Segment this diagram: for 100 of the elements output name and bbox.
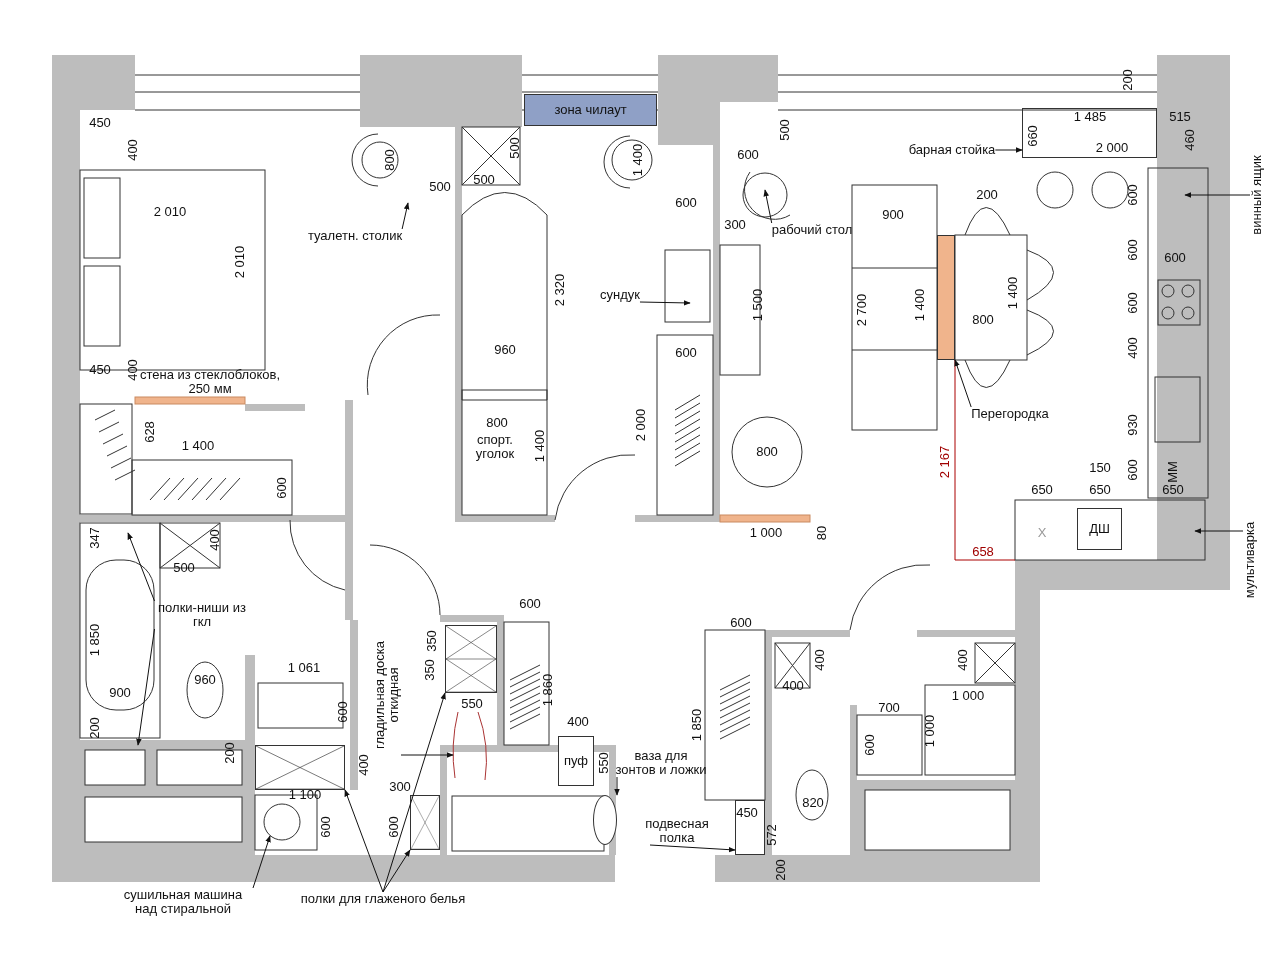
dimension-text: 820 (802, 796, 824, 810)
dimension-text: 300 (389, 780, 411, 794)
room-label: спорт. уголок (474, 433, 516, 461)
dimension-text: 300 (724, 218, 746, 232)
dimension-text: 628 (143, 421, 157, 443)
dimension-text: 1 850 (690, 708, 704, 742)
dimension-text: 400 (126, 139, 140, 161)
dimension-text: 900 (109, 686, 131, 700)
dimension-text: 2 167 (938, 445, 952, 479)
leader-arrow (649, 844, 736, 853)
dimension-text: 650 (1031, 483, 1053, 497)
ottoman-box: пуф (558, 736, 594, 786)
dimension-text: 658 (972, 545, 994, 559)
dimension-text: 460 (1183, 129, 1197, 151)
dimension-text: 1 400 (631, 143, 645, 177)
dimension-text: 600 (1126, 459, 1140, 481)
dimension-text: 2 010 (153, 205, 187, 219)
dimension-text: 600 (730, 616, 752, 630)
dimension-text: 400 (208, 529, 222, 551)
dimension-text: 400 (1126, 337, 1140, 359)
dimension-text: 700 (878, 701, 900, 715)
dimension-text: 1 400 (1006, 276, 1020, 310)
dimension-text: 150 (1089, 461, 1111, 475)
dimension-text: 600 (1126, 239, 1140, 261)
annotation-text: Перегородка (971, 407, 1049, 421)
annotation-text: туалетн. столик (307, 229, 403, 243)
leader-arrow (382, 849, 411, 893)
annotation-text: подвесная полка (642, 817, 712, 845)
dimension-text: 200 (88, 717, 102, 739)
dimension-text: 500 (429, 180, 451, 194)
dimension-text: 450 (89, 363, 111, 377)
dimension-text: 600 (675, 346, 697, 360)
leader-arrow (400, 752, 454, 758)
dimension-text: 1 485 (1073, 110, 1107, 124)
dimension-text: 572 (765, 824, 779, 846)
annotation-text: полки для глаженого белья (300, 892, 466, 906)
dimension-text: 2 010 (233, 245, 247, 279)
dimension-text: 600 (275, 477, 289, 499)
leader-arrow (639, 300, 691, 306)
dimension-text: 1 400 (913, 288, 927, 322)
annotation-text: винный ящик (1250, 155, 1264, 235)
dishwasher-box: ДШ (1077, 508, 1122, 550)
dimension-text: 450 (736, 806, 758, 820)
appliance-label: ММ (1166, 461, 1180, 483)
leader-arrow (401, 202, 410, 230)
dimension-text: 500 (508, 137, 522, 159)
dimension-text: 350 (425, 630, 439, 652)
dimension-text: 1 400 (533, 429, 547, 463)
dimension-text: 550 (597, 752, 611, 774)
bar-counter (1022, 108, 1157, 158)
dimension-text: 650 (1089, 483, 1111, 497)
dimension-text: 600 (737, 148, 759, 162)
dimension-text: 930 (1126, 414, 1140, 436)
dimension-text: 600 (1126, 292, 1140, 314)
dimension-text: 400 (956, 649, 970, 671)
dimension-text: 550 (461, 697, 483, 711)
dimension-text: 200 (1121, 69, 1135, 91)
dimension-text: 1 100 (288, 788, 322, 802)
shelf-cabinet (410, 795, 440, 850)
dimension-text: 2 320 (553, 273, 567, 307)
annotation-text: сундук (600, 288, 640, 302)
dimension-text: 1 061 (287, 661, 321, 675)
dimension-text: 200 (774, 859, 788, 881)
shelf-cabinet (255, 745, 345, 790)
dimension-text: 600 (1164, 251, 1186, 265)
dimension-text: 600 (519, 597, 541, 611)
dimension-text: 400 (126, 359, 140, 381)
dimension-text: 500 (778, 119, 792, 141)
dimension-text: 800 (486, 416, 508, 430)
dimension-text: 80 (815, 525, 829, 541)
dimension-text: 500 (173, 561, 195, 575)
dimension-text: 200 (976, 188, 998, 202)
dimension-text: 600 (336, 701, 350, 723)
dimension-text: 600 (319, 816, 333, 838)
dimension-text: 800 (383, 149, 397, 171)
leader-arrow (763, 189, 773, 224)
cross-mark: X (1037, 526, 1047, 540)
dimension-text: 600 (675, 196, 697, 210)
leader-arrow (614, 776, 620, 796)
dimension-text: 600 (863, 734, 877, 756)
dimension-text: 347 (88, 527, 102, 549)
dimension-text: 600 (387, 816, 401, 838)
annotation-text: ваза для зонтов и ложки (613, 749, 709, 777)
annotation-text: барная стойка (908, 143, 996, 157)
dimension-text: 515 (1169, 110, 1191, 124)
wall-shelf (735, 800, 765, 855)
leader-arrow (994, 147, 1023, 153)
annotation-text: сушильная машина над стиральной (113, 888, 253, 916)
leader-arrow (344, 789, 384, 893)
annotation-text: полки-ниши из гкл (154, 601, 250, 629)
dimension-text: 900 (882, 208, 904, 222)
dimension-text: 660 (1026, 125, 1040, 147)
annotation-text: стена из стеклоблоков, 250 мм (138, 368, 282, 396)
dimension-text: 960 (194, 673, 216, 687)
dimension-text: 350 (423, 659, 437, 681)
dimension-text: 1 000 (749, 526, 783, 540)
dimension-text: 500 (473, 173, 495, 187)
dimension-text: 1 500 (751, 288, 765, 322)
dimension-text: 960 (494, 343, 516, 357)
dimension-text: 400 (357, 754, 371, 776)
